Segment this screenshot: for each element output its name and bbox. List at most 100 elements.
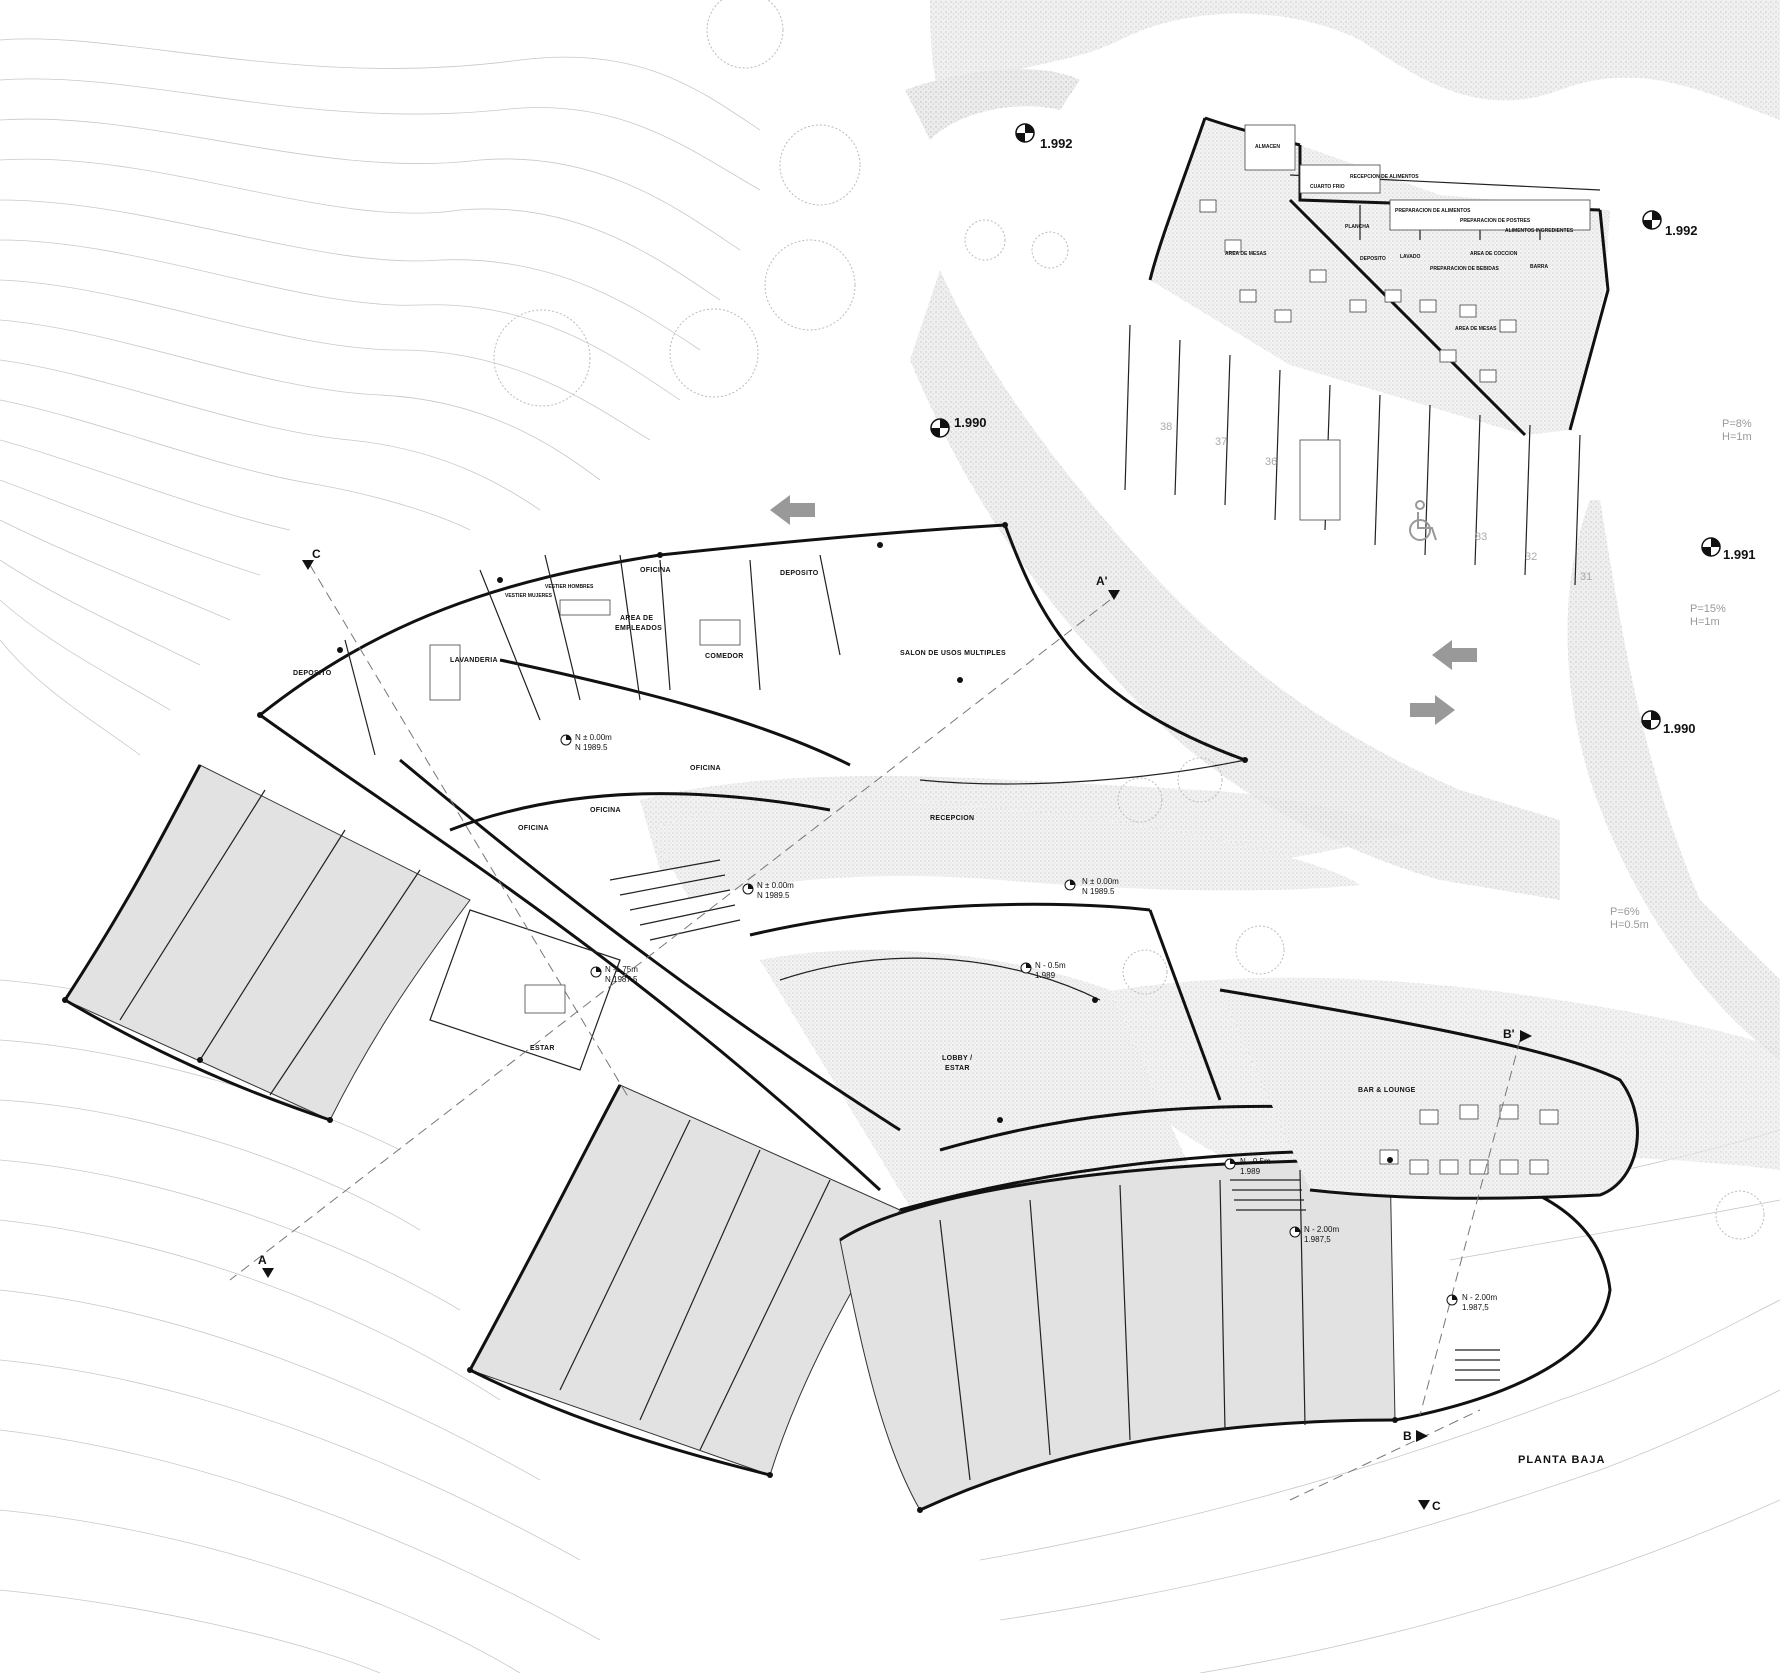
svg-text:1.991: 1.991 xyxy=(1723,547,1756,562)
svg-text:1.987,5: 1.987,5 xyxy=(1304,1235,1331,1244)
svg-text:1.992: 1.992 xyxy=(1040,136,1073,151)
level-marker: 1.990 xyxy=(1641,710,1696,736)
svg-text:N 1989.5: N 1989.5 xyxy=(1082,887,1115,896)
svg-text:B': B' xyxy=(1503,1027,1515,1041)
svg-text:N ± 0.00m: N ± 0.00m xyxy=(1082,877,1119,886)
svg-text:H=1m: H=1m xyxy=(1722,431,1752,443)
level-marker: 1.992 xyxy=(1015,123,1073,151)
room-label: DEPOSITO xyxy=(1360,256,1386,262)
accessible-parking-icon xyxy=(1409,500,1437,541)
room-label: PLANCHA xyxy=(1345,224,1370,230)
room-label: DEPOSITO xyxy=(780,570,819,577)
svg-text:H=1m: H=1m xyxy=(1690,616,1720,628)
room-label: BAR & LOUNGE xyxy=(1358,1087,1416,1094)
parking-number: 38 xyxy=(1160,421,1172,433)
svg-text:P=6%: P=6% xyxy=(1610,906,1640,918)
svg-text:1.989: 1.989 xyxy=(1035,971,1056,980)
svg-text:B: B xyxy=(1403,1429,1412,1443)
svg-text:H=0.5m: H=0.5m xyxy=(1610,919,1649,931)
room-label: OFICINA xyxy=(518,825,549,832)
room-label: RECEPCION DE ALIMENTOS xyxy=(1350,174,1419,180)
svg-text:1.990: 1.990 xyxy=(954,415,987,430)
room-label: LAVANDERIA xyxy=(450,657,498,664)
room-label: RECEPCION xyxy=(930,815,974,822)
section-cut-markers: C A' A B' B C xyxy=(258,547,1532,1513)
svg-text:A': A' xyxy=(1096,574,1108,588)
level-marker-small: N - 0.5m 1.989 xyxy=(1020,961,1066,980)
slope-annotations: P=8% H=1m P=15% H=1m P=6% H=0.5m xyxy=(1610,418,1752,931)
drawing-title: PLANTA BAJA xyxy=(1518,1454,1605,1466)
svg-text:N ± 0.00m: N ± 0.00m xyxy=(575,733,612,742)
room-label: VESTIER HOMBRES xyxy=(545,584,594,590)
level-marker-small: N - 0.5m 1.989 xyxy=(1224,1157,1271,1176)
room-label: VESTIER MUJERES xyxy=(505,593,553,599)
cut-marker-a-top: A' xyxy=(1096,574,1120,600)
level-marker-small: N ± 0.00m N 1989.5 xyxy=(742,881,794,900)
room-label: OFICINA xyxy=(590,807,621,814)
svg-text:N - 0.5m: N - 0.5m xyxy=(1240,1157,1271,1166)
trees xyxy=(493,0,1765,1240)
parking-number: 33 xyxy=(1475,531,1487,543)
room-label: AREA DE xyxy=(620,615,653,622)
svg-text:C: C xyxy=(312,547,321,561)
parking-number: 32 xyxy=(1525,551,1537,563)
svg-text:1.989: 1.989 xyxy=(1240,1167,1261,1176)
room-label: ALMACEN xyxy=(1255,144,1280,150)
room-label: ALIMENTOS INGREDIENTES xyxy=(1505,228,1574,234)
room-label: OFICINA xyxy=(690,765,721,772)
level-marker: 1.992 xyxy=(1642,210,1698,238)
svg-text:N 1989.5: N 1989.5 xyxy=(575,743,608,752)
svg-text:N 1989.5: N 1989.5 xyxy=(757,891,790,900)
room-label: AREA DE COCCION xyxy=(1470,251,1518,257)
room-label: PREPARACION DE ALIMENTOS xyxy=(1395,208,1471,214)
level-marker-small: N ± 0.00m N 1989.5 xyxy=(560,733,612,752)
level-marker-small: N ± 0.00m N 1989.5 xyxy=(1064,877,1119,896)
hotel-main-building xyxy=(62,522,1639,1513)
room-label: ESTAR xyxy=(530,1045,555,1052)
cut-marker-b-top: B' xyxy=(1503,1027,1532,1042)
svg-text:1.992: 1.992 xyxy=(1665,223,1698,238)
restaurant-building: CUARTO FRIO RECEPCION DE ALIMENTOS PREPA… xyxy=(1148,116,1610,437)
level-marker-small: N - 2.00m 1.987,5 xyxy=(1446,1293,1497,1312)
parking-number: 31 xyxy=(1580,571,1592,583)
room-label: OFICINA xyxy=(640,567,671,574)
room-label: BARRA xyxy=(1530,264,1548,270)
svg-text:P=15%: P=15% xyxy=(1690,603,1726,615)
svg-text:N - 2.00m: N - 2.00m xyxy=(1462,1293,1497,1302)
cut-marker-b-bottom: B xyxy=(1403,1429,1428,1443)
room-label: DEPOSITO xyxy=(293,670,332,677)
svg-text:N 1987.5: N 1987.5 xyxy=(605,975,638,984)
room-label: ESTAR xyxy=(945,1065,970,1072)
level-markers: 1.992 1.992 1.990 1.991 1.990 N ± 0.00m … xyxy=(560,123,1756,1312)
room-label: COMEDOR xyxy=(705,653,744,660)
room-label: SALON DE USOS MULTIPLES xyxy=(900,650,1006,657)
svg-text:1.990: 1.990 xyxy=(1663,721,1696,736)
cut-marker-a-bottom: A xyxy=(258,1253,274,1278)
cut-marker-c-top: C xyxy=(302,547,321,570)
level-marker-small: N -1.75m N 1987.5 xyxy=(590,965,638,984)
level-marker-small: N - 2.00m 1.987,5 xyxy=(1289,1225,1339,1244)
parking-number: 37 xyxy=(1215,436,1227,448)
terrain-contours xyxy=(0,38,1780,1673)
room-label: PREPARACION DE BEBIDAS xyxy=(1430,266,1499,272)
svg-text:N - 0.5m: N - 0.5m xyxy=(1035,961,1066,970)
svg-text:C: C xyxy=(1432,1499,1441,1513)
room-labels: DEPOSITO LAVANDERIA VESTIER MUJERES VEST… xyxy=(293,567,1416,1094)
parking-number: 36 xyxy=(1265,456,1277,468)
cut-marker-c-bottom: C xyxy=(1418,1499,1441,1513)
level-marker: 1.991 xyxy=(1701,537,1756,562)
level-marker: 1.990 xyxy=(930,415,987,438)
svg-text:1.987,5: 1.987,5 xyxy=(1462,1303,1489,1312)
svg-text:N ± 0.00m: N ± 0.00m xyxy=(757,881,794,890)
svg-text:A: A xyxy=(258,1253,267,1267)
svg-text:N -1.75m: N -1.75m xyxy=(605,965,638,974)
room-label: CUARTO FRIO xyxy=(1310,184,1345,190)
room-label: AREA DE MESAS xyxy=(1455,326,1497,332)
svg-text:N - 2.00m: N - 2.00m xyxy=(1304,1225,1339,1234)
svg-text:P=8%: P=8% xyxy=(1722,418,1752,430)
section-cuts xyxy=(229,564,1521,1501)
room-label: EMPLEADOS xyxy=(615,625,662,632)
room-label: LAVADO xyxy=(1400,254,1420,260)
parking-area: 38 37 36 33 32 31 xyxy=(1124,324,1592,586)
